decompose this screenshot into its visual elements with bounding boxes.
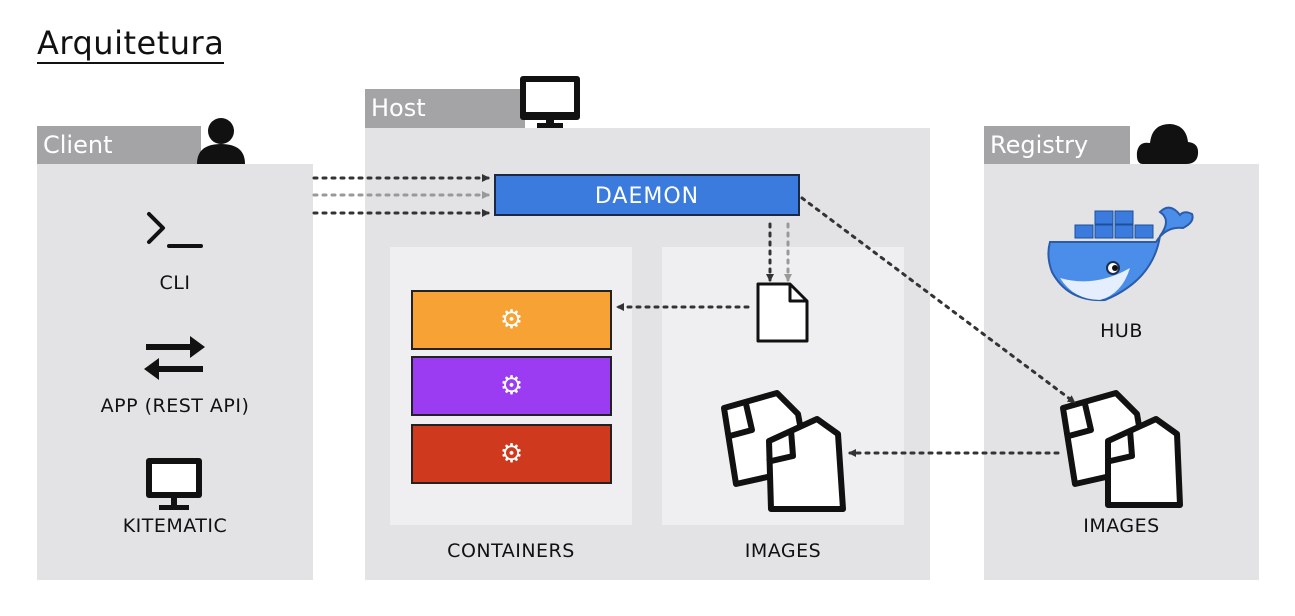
registry-label: Registry xyxy=(984,126,1130,164)
registry-images-caption: IMAGES xyxy=(1083,515,1160,537)
client-item-app-label: APP (REST API) xyxy=(100,395,250,417)
gear-icon: ⚙ xyxy=(499,305,524,335)
container-orange: ⚙ xyxy=(411,290,612,350)
daemon-box: DAEMON xyxy=(494,174,800,216)
host-label: Host xyxy=(365,89,525,128)
containers-caption: CONTAINERS xyxy=(447,540,575,562)
page-title: Arquitetura xyxy=(37,24,225,64)
gear-icon: ⚙ xyxy=(499,371,524,401)
hub-caption: HUB xyxy=(1100,320,1143,342)
arrow-daemon-registry xyxy=(800,196,1076,404)
container-purple: ⚙ xyxy=(411,356,612,416)
gear-icon: ⚙ xyxy=(499,439,524,469)
container-red: ⚙ xyxy=(411,424,612,484)
client-label: Client xyxy=(37,126,201,164)
client-item-kitematic-label: KITEMATIC xyxy=(122,515,228,537)
client-item-cli-label: CLI xyxy=(159,272,191,294)
host-images-caption: IMAGES xyxy=(744,540,822,562)
